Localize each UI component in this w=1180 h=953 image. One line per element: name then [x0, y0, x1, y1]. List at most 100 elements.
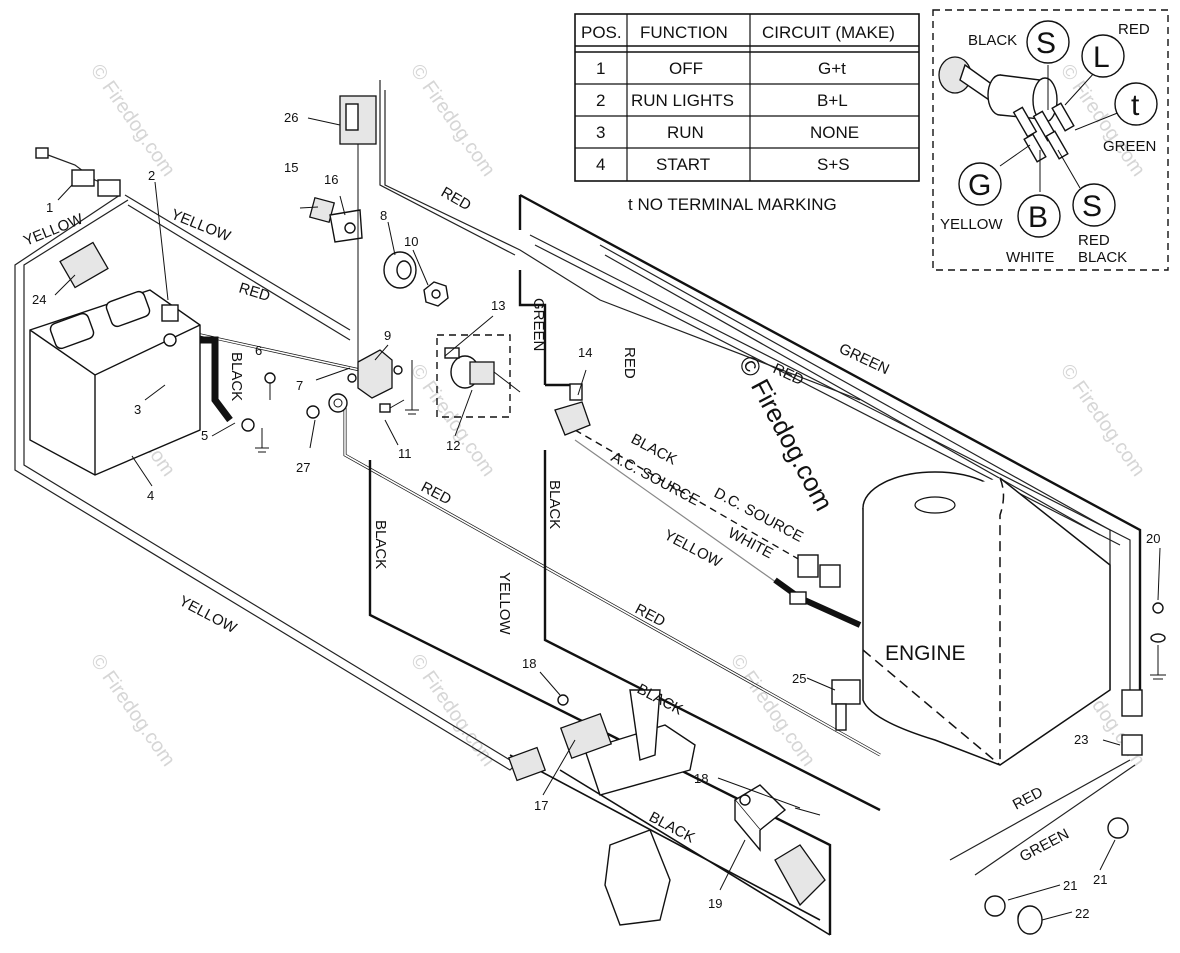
- label-yellow: YELLOW: [169, 206, 234, 245]
- label-yellow: YELLOW: [661, 527, 725, 572]
- callout-21b: 21: [1063, 878, 1077, 893]
- table-cell: 2: [596, 91, 605, 110]
- table-cell: START: [656, 155, 710, 174]
- callout-18b: 18: [694, 771, 708, 786]
- washer-27: [306, 393, 348, 419]
- label-yellow: YELLOW: [496, 572, 513, 635]
- label-dc-source: D.C. SOURCE: [711, 485, 806, 546]
- wire-black-bottom: [509, 754, 821, 921]
- connector-23: [1121, 734, 1143, 756]
- callout-25: 25: [792, 671, 806, 686]
- callout-10: 10: [404, 234, 418, 249]
- callout-23: 23: [1074, 732, 1088, 747]
- relay-26: [339, 95, 377, 370]
- terminal-s: S: [1036, 27, 1056, 60]
- label-green: GREEN: [530, 298, 547, 351]
- leader-lines: [54, 117, 1161, 921]
- callout-17: 17: [534, 798, 548, 813]
- connector-14: [554, 383, 591, 436]
- callout-18: 18: [522, 656, 536, 671]
- switch-label-yellow: YELLOW: [940, 216, 1003, 233]
- bolt-6: [264, 372, 276, 400]
- callout-6: 6: [255, 343, 262, 358]
- table-cell: NONE: [810, 123, 859, 142]
- terminal-l: L: [1093, 41, 1110, 74]
- label-red: RED: [418, 479, 454, 509]
- table-cell: 1: [596, 59, 605, 78]
- table-cell: OFF: [669, 59, 703, 78]
- wire-ac-source: [574, 439, 781, 586]
- ground-20: [1150, 602, 1166, 680]
- callout-1: 1: [46, 200, 53, 215]
- switch-label-black: BLACK: [968, 32, 1017, 49]
- table-cell: S+S: [817, 155, 850, 174]
- callout-27: 27: [296, 460, 310, 475]
- connector-upper-right: [1121, 689, 1143, 717]
- connector-dc: [773, 554, 862, 628]
- callout-8: 8: [380, 208, 387, 223]
- table-cell: RUN: [667, 123, 704, 142]
- label-black: BLACK: [372, 520, 389, 569]
- callout-21: 21: [1093, 872, 1107, 887]
- callout-24: 24: [32, 292, 46, 307]
- callout-13: 13: [491, 298, 505, 313]
- callout-16: 16: [324, 172, 338, 187]
- callout-3: 3: [134, 402, 141, 417]
- wire-red-outer: [529, 234, 1131, 690]
- relay-17: [557, 689, 696, 796]
- ignition-switch-inset: S L t G B S BLACK RED GREEN YELLOW WHITE…: [932, 9, 1169, 271]
- loop-black-top: [519, 193, 1142, 690]
- screw-11: [379, 399, 405, 413]
- black-harness-loops: [368, 193, 1142, 936]
- wire-red-upper-2: [379, 80, 516, 256]
- switch-19: [733, 784, 826, 907]
- label-white: WHITE: [725, 525, 776, 563]
- battery: [29, 241, 201, 476]
- function-table: POS. FUNCTION CIRCUIT (MAKE) 1 OFF G+t 2…: [574, 13, 920, 214]
- label-red: RED: [621, 347, 638, 379]
- watermark: © Firedog.com: [86, 60, 179, 180]
- wire-harness: [14, 80, 1131, 771]
- engine-label: ENGINE: [885, 642, 966, 665]
- terminal-g: G: [968, 169, 991, 202]
- label-green: GREEN: [1017, 825, 1072, 865]
- label-black: BLACK: [228, 352, 245, 401]
- table-cell: 3: [596, 123, 605, 142]
- battery-strap: [59, 241, 109, 289]
- wire-dc-source: [574, 429, 801, 561]
- terminal-t: t: [1131, 89, 1140, 122]
- nut-10: [423, 281, 449, 307]
- solenoid-9: [347, 349, 403, 399]
- callouts: 1 2 3 4 5 6 7 8 9 10 11 12 13 14 15 16 1…: [32, 110, 1160, 921]
- ground-terminal-5: [241, 418, 269, 453]
- callout-20: 20: [1146, 531, 1160, 546]
- ignition-switch-12: [436, 334, 521, 418]
- label-yellow: YELLOW: [21, 210, 86, 249]
- watermark: © Firedog.com: [86, 650, 179, 770]
- table-cell: B+L: [817, 91, 848, 110]
- wire-lights: [949, 759, 1136, 876]
- table-cell: G+t: [818, 59, 846, 78]
- wire-yellow-upper-2: [127, 204, 351, 341]
- terminal-b: B: [1028, 201, 1048, 234]
- terminal-s2: S: [1082, 190, 1102, 223]
- bulb-22: [1017, 905, 1043, 935]
- table-cell: 4: [596, 155, 605, 174]
- seat-bracket: [604, 829, 671, 926]
- table-note: t NO TERMINAL MARKING: [628, 195, 837, 214]
- callout-26: 26: [284, 110, 298, 125]
- wire-yellow-outer-inner: [23, 199, 511, 761]
- wire-red-upper: [384, 90, 861, 401]
- table-header-circuit: CIRCUIT (MAKE): [762, 23, 895, 42]
- switch-label-green: GREEN: [1103, 138, 1156, 155]
- table-cell: RUN LIGHTS: [631, 91, 734, 110]
- engine: ENGINE: [862, 471, 1111, 766]
- switch-label-white: WHITE: [1006, 249, 1054, 266]
- label-red: RED: [237, 280, 272, 306]
- part-25: [831, 679, 861, 731]
- label-green: GREEN: [836, 340, 892, 378]
- callout-5: 5: [201, 428, 208, 443]
- connector-yellow: [507, 746, 547, 782]
- table-header-pos: POS.: [581, 23, 622, 42]
